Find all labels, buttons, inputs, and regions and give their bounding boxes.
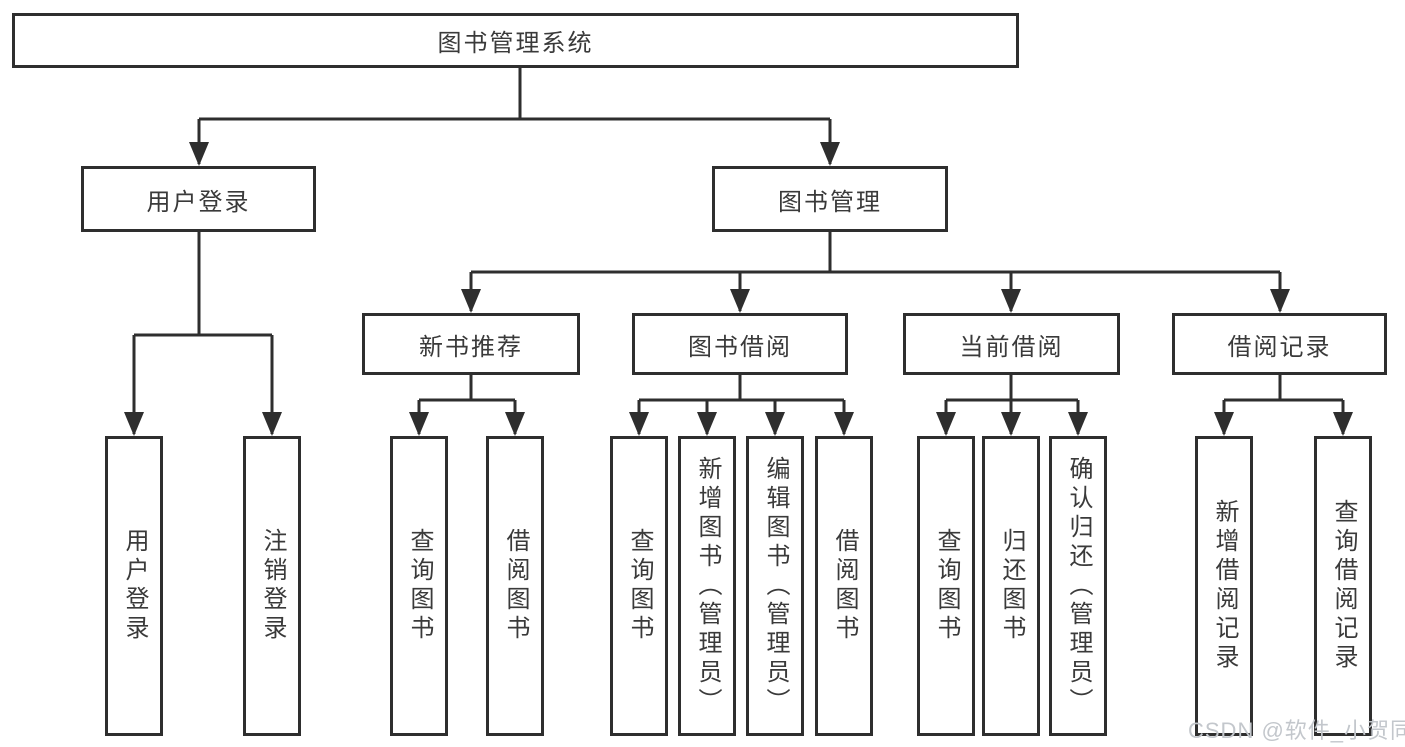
- node-current-borrowing: 当前借阅: [903, 313, 1120, 375]
- watermark: CSDN @软件_小贺同学: [1188, 718, 1405, 743]
- node-leaf-borrow-books-1: 借阅图书: [486, 436, 544, 736]
- node-borrowing-records: 借阅记录: [1172, 313, 1387, 375]
- node-current-borrowing-label: 当前借阅: [959, 333, 1064, 361]
- edge-root-stem: [199, 68, 830, 121]
- node-leaf-user-login: 用户登录: [105, 436, 163, 736]
- edge-borrowing-records-stem: [1224, 375, 1343, 402]
- node-leaf-query-books-3: 查询图书: [917, 436, 975, 736]
- node-book-borrowing: 图书借阅: [632, 313, 848, 375]
- node-leaf-logout: 注销登录: [243, 436, 301, 736]
- leaf-label: 用户登录: [121, 528, 148, 644]
- node-borrowing-records-label: 借阅记录: [1227, 333, 1332, 361]
- node-user-login: 用户登录: [81, 166, 316, 232]
- node-root-label: 图书管理系统: [437, 30, 594, 57]
- edge-current-borrowing-stem: [946, 375, 1078, 402]
- leaf-label: 查询图书: [406, 528, 433, 644]
- leaf-label: 新增图书（管理员）: [694, 455, 721, 717]
- node-leaf-borrow-books-2: 借阅图书: [815, 436, 873, 736]
- node-leaf-add-borrow-record: 新增借阅记录: [1195, 436, 1253, 736]
- node-leaf-query-books-2: 查询图书: [610, 436, 668, 736]
- leaf-label: 查询图书: [933, 528, 960, 644]
- leaf-label: 新增借阅记录: [1211, 499, 1238, 673]
- node-new-book-recommendation: 新书推荐: [362, 313, 580, 375]
- leaf-label: 借阅图书: [831, 528, 858, 644]
- leaf-label: 借阅图书: [502, 528, 529, 644]
- leaf-label: 注销登录: [259, 528, 286, 644]
- node-leaf-query-borrow-record: 查询借阅记录: [1314, 436, 1372, 736]
- leaf-label: 查询图书: [626, 528, 653, 644]
- leaf-label: 查询借阅记录: [1330, 499, 1357, 673]
- edge-book-management-stem: [471, 232, 1280, 274]
- node-root: 图书管理系统: [12, 13, 1019, 68]
- node-leaf-return-books: 归还图书: [982, 436, 1040, 736]
- node-new-book-recommendation-label: 新书推荐: [419, 333, 523, 361]
- node-book-borrowing-label: 图书借阅: [688, 333, 792, 361]
- edge-new-book-recommendation-stem: [419, 375, 515, 402]
- node-book-management: 图书管理: [712, 166, 948, 232]
- node-book-management-label: 图书管理: [778, 188, 882, 216]
- node-leaf-edit-books-admin: 编辑图书（管理员）: [746, 436, 804, 736]
- leaf-label: 确认归还（管理员）: [1065, 455, 1092, 717]
- node-leaf-query-books-1: 查询图书: [390, 436, 448, 736]
- edge-book-borrowing-stem: [639, 375, 844, 402]
- leaf-label: 编辑图书（管理员）: [762, 455, 789, 717]
- node-user-login-label: 用户登录: [146, 188, 251, 216]
- node-leaf-add-books-admin: 新增图书（管理员）: [678, 436, 736, 736]
- leaf-label: 归还图书: [998, 528, 1025, 644]
- node-leaf-confirm-return-admin: 确认归还（管理员）: [1049, 436, 1107, 736]
- edge-user-login-stem: [134, 232, 272, 337]
